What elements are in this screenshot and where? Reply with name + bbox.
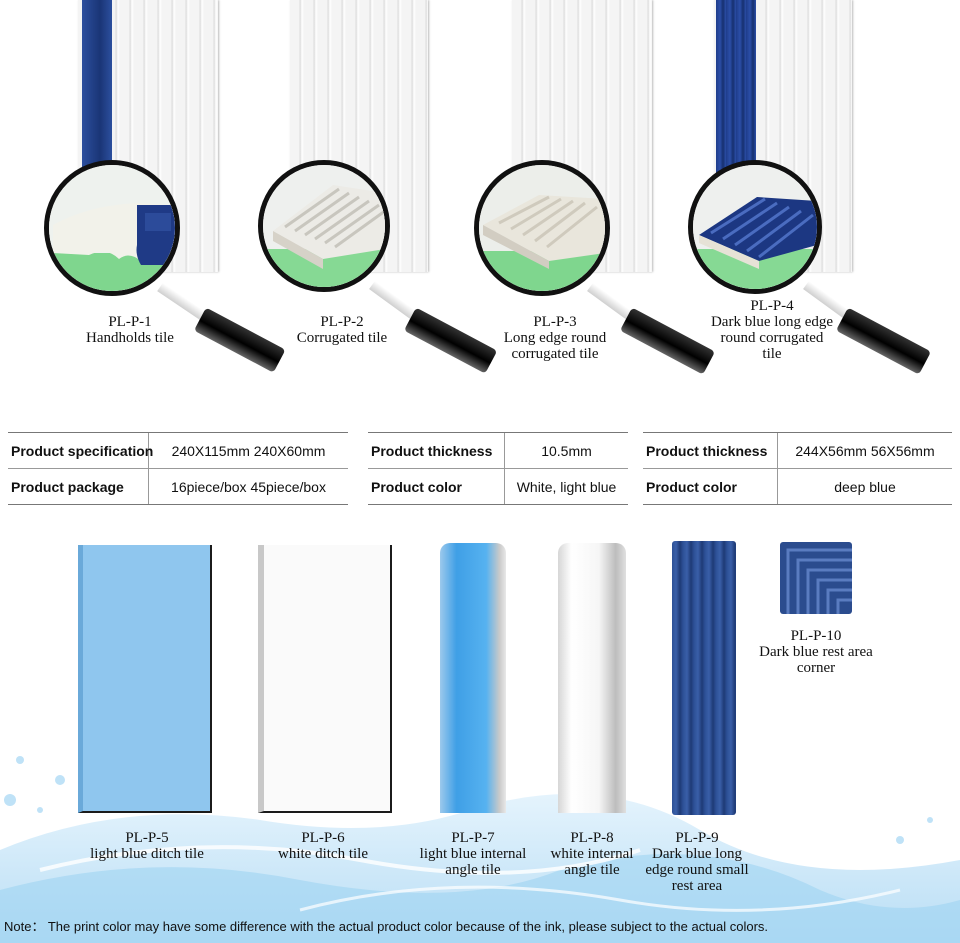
product-name: Dark blue rest area corner [759,644,873,676]
magnifier-handle [619,307,716,375]
spec-value: deep blue [834,479,896,495]
product-image-pl-p-10 [780,542,852,614]
caption-pl-p-1: PL-P-1 Handholds tile [60,314,200,346]
caption-pl-p-3: PL-P-3 Long edge round corrugated tile [480,314,630,362]
product-name: Handholds tile [86,330,174,346]
disclaimer-note: Note： The print color may have some diff… [4,919,769,934]
spec-table-2: Product thickness 10.5mm Product color W… [368,432,628,505]
product-image-pl-p-5 [78,545,212,813]
spec-row: Product thickness 10.5mm [368,433,628,468]
caption-pl-p-2: PL-P-2 Corrugated tile [272,314,412,346]
spec-row: Product color White, light blue [368,468,628,504]
spec-row: Product thickness 244X56mm 56X56mm [643,433,952,468]
product-code: PL-P-10 [790,628,842,644]
spec-label: Product thickness [371,443,493,459]
tile-profile-closeup [263,165,385,287]
product-name: white ditch tile [278,846,368,862]
spec-table-3: Product thickness 244X56mm 56X56mm Produ… [643,432,952,505]
spec-label: Product specification [11,443,154,459]
spec-label: Product color [646,479,738,495]
product-image-pl-p-6 [258,545,392,813]
spec-value: 244X56mm 56X56mm [795,443,935,459]
product-code: PL-P-2 [320,314,364,330]
product-code: PL-P-6 [301,830,345,846]
product-image-pl-p-8 [558,543,626,813]
product-image-pl-p-9 [672,541,736,815]
spec-table-1: Product specification 240X115mm 240X60mm… [8,432,348,505]
spec-row: Product specification 240X115mm 240X60mm [8,433,348,468]
magnifier-pl-p-3 [474,160,610,296]
spec-row: Product color deep blue [643,468,952,504]
tile-profile-closeup [693,165,817,289]
product-code: PL-P-8 [570,830,614,846]
caption-pl-p-4: PL-P-4 Dark blue long edge round corruga… [710,298,834,362]
spec-value: 240X115mm 240X60mm [171,443,326,459]
caption-pl-p-10: PL-P-10 Dark blue rest area corner [756,628,876,676]
tile-profile-closeup [49,165,175,291]
product-code: PL-P-1 [108,314,152,330]
product-image-pl-p-7 [440,543,506,813]
caption-pl-p-6: PL-P-6 white ditch tile [250,830,396,862]
magnifier-pl-p-2 [258,160,390,292]
caption-pl-p-9: PL-P-9 Dark blue long edge round small r… [642,830,752,894]
product-code: PL-P-5 [125,830,169,846]
spec-value: 16piece/box 45piece/box [171,479,326,495]
spec-label: Product package [11,479,124,495]
product-name: Long edge round corrugated tile [503,330,607,362]
product-code: PL-P-3 [533,314,577,330]
spec-row: Product package 16piece/box 45piece/box [8,468,348,504]
caption-pl-p-5: PL-P-5 light blue ditch tile [72,830,222,862]
spec-label: Product color [371,479,463,495]
magnifier-pl-p-1 [44,160,180,296]
spec-value: White, light blue [516,479,617,495]
spec-value: 10.5mm [541,443,592,459]
product-code: PL-P-7 [451,830,495,846]
spec-label: Product thickness [646,443,768,459]
water-splash-decoration [0,756,960,943]
product-code: PL-P-9 [675,830,719,846]
product-name: light blue ditch tile [90,846,204,862]
caption-pl-p-7: PL-P-7 light blue internal angle tile [412,830,534,878]
product-code: PL-P-4 [750,298,794,314]
tile-profile-closeup [479,165,605,291]
magnifier-pl-p-4 [688,160,822,294]
product-name: Dark blue long edge round small rest are… [645,846,749,894]
caption-pl-p-8: PL-P-8 white internal angle tile [540,830,644,878]
product-name: white internal angle tile [550,846,634,878]
product-name: Corrugated tile [296,330,388,346]
product-name: Dark blue long edge round corrugated til… [710,314,834,362]
product-name: light blue internal angle tile [419,846,527,878]
magnifier-handle [835,307,932,375]
